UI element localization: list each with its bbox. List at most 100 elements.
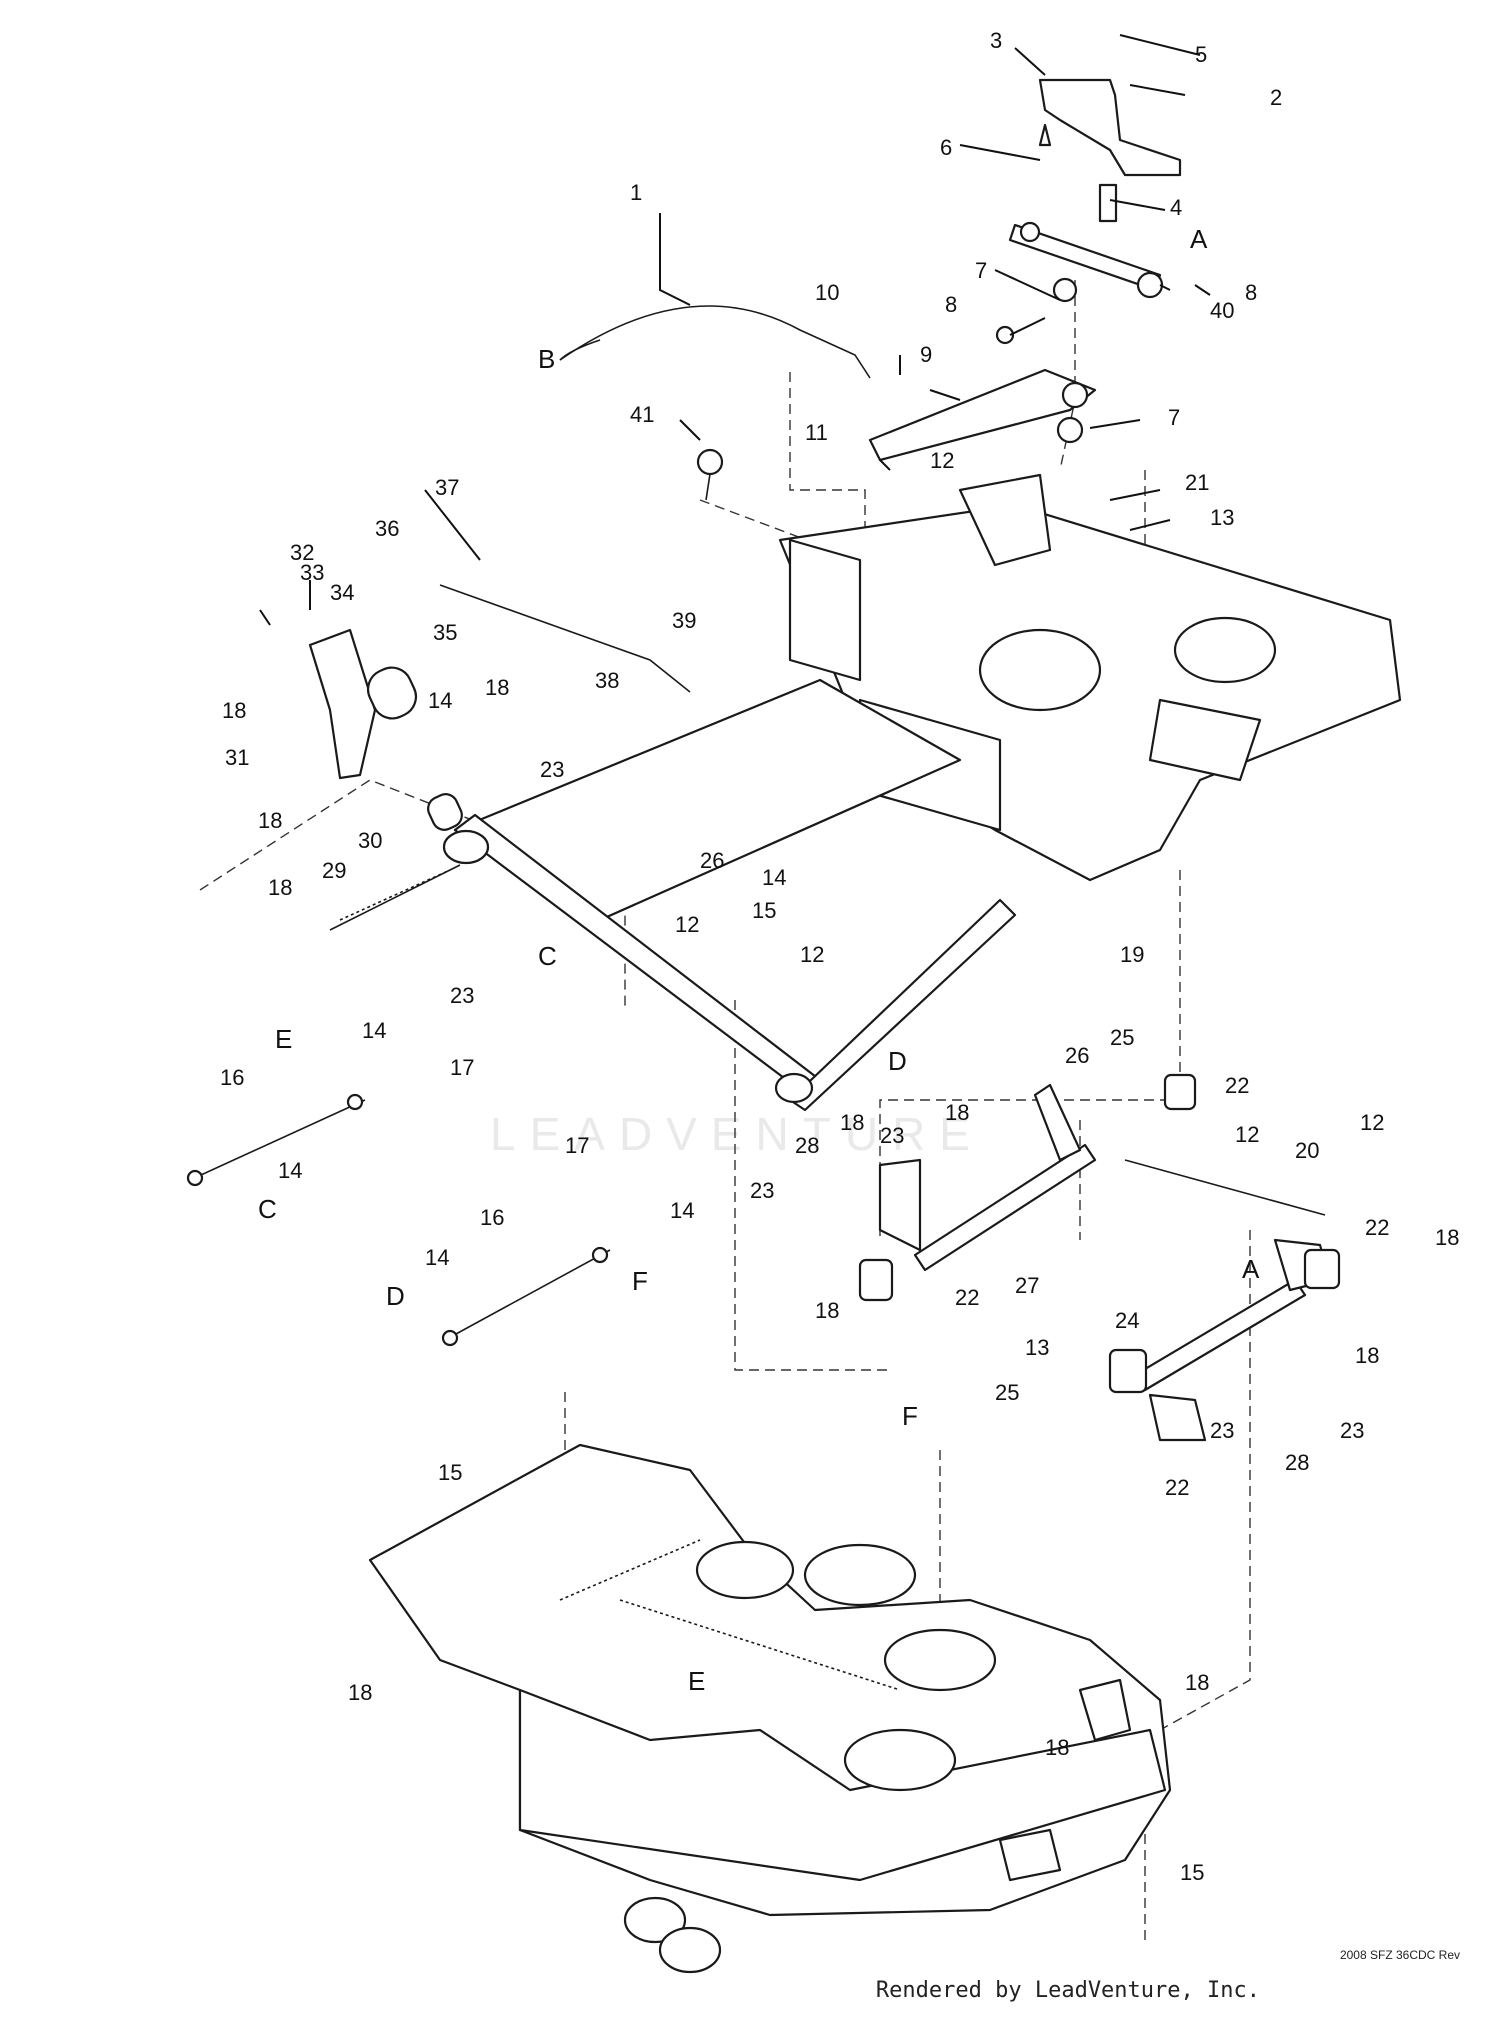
callout-23f: 23 <box>1340 1418 1364 1443</box>
callout-33: 33 <box>300 560 324 585</box>
callout-23c: 23 <box>880 1123 904 1148</box>
callout-18h: 18 <box>1435 1225 1459 1250</box>
callout-7: 7 <box>975 258 987 283</box>
ref-letter-f-2: F <box>902 1401 918 1431</box>
callout-18g: 18 <box>815 1298 839 1323</box>
callout-18c: 18 <box>258 808 282 833</box>
callout-39: 39 <box>672 608 696 633</box>
lift-shafts <box>858 1073 1341 1442</box>
callout-17b: 17 <box>565 1133 589 1158</box>
callout-18d: 18 <box>268 875 292 900</box>
callout-18b: 18 <box>222 698 246 723</box>
callout-16: 16 <box>220 1065 244 1090</box>
callout-3: 3 <box>990 28 1002 53</box>
left-bracket-parts <box>308 584 691 931</box>
ref-letter-d: D <box>888 1046 907 1076</box>
callout-36: 36 <box>375 516 399 541</box>
callout-16b: 16 <box>480 1205 504 1230</box>
callout-18l: 18 <box>1045 1735 1069 1760</box>
callout-6: 6 <box>940 135 952 160</box>
callout-31: 31 <box>225 745 249 770</box>
callout-14d: 14 <box>278 1158 302 1183</box>
callout-8: 8 <box>945 292 957 317</box>
callout-2: 2 <box>1270 85 1282 110</box>
ref-letter-a: A <box>1190 224 1208 254</box>
callout-19: 19 <box>1120 942 1144 967</box>
ref-letter-e-2: E <box>688 1666 705 1696</box>
callout-23b: 23 <box>450 983 474 1008</box>
callout-35: 35 <box>433 620 457 645</box>
callout-9: 9 <box>920 342 932 367</box>
callout-22b: 22 <box>955 1285 979 1310</box>
callout-24: 24 <box>1115 1308 1139 1333</box>
callout-12d: 12 <box>1235 1122 1259 1147</box>
ref-letter-c-2: C <box>258 1194 277 1224</box>
callout-27: 27 <box>1015 1273 1039 1298</box>
reference-letters: A A B C C D D E E F F <box>258 224 1260 1696</box>
callout-18k: 18 <box>1185 1670 1209 1695</box>
callout-18: 18 <box>485 675 509 700</box>
knob-part <box>696 448 724 501</box>
callout-14: 14 <box>428 688 452 713</box>
callout-40: 40 <box>1210 298 1234 323</box>
callout-13b: 13 <box>1025 1335 1049 1360</box>
callout-18i: 18 <box>1355 1343 1379 1368</box>
callout-15b: 15 <box>438 1460 462 1485</box>
upper-bracket-part <box>1038 78 1182 223</box>
callout-26: 26 <box>700 848 724 873</box>
callout-22: 22 <box>1225 1073 1249 1098</box>
ref-letter-f: F <box>632 1266 648 1296</box>
callout-5: 5 <box>1195 42 1207 67</box>
callout-21: 21 <box>1185 470 1209 495</box>
mower-deck <box>368 1443 1172 1974</box>
callout-14e: 14 <box>670 1198 694 1223</box>
callout-12e: 12 <box>1360 1110 1384 1135</box>
callout-32: 32 <box>290 540 314 565</box>
callout-7b: 7 <box>1168 405 1180 430</box>
drawing-code: 2008 SFZ 36CDC Rev <box>1339 1948 1460 1962</box>
callout-30: 30 <box>358 828 382 853</box>
throttle-cable <box>559 305 871 379</box>
callout-12b: 12 <box>675 912 699 937</box>
ref-letter-c: C <box>538 941 557 971</box>
callout-26b: 26 <box>1065 1043 1089 1068</box>
callout-28: 28 <box>795 1133 819 1158</box>
callout-18f: 18 <box>945 1100 969 1125</box>
callout-23e: 23 <box>1210 1418 1234 1443</box>
callout-18e: 18 <box>840 1110 864 1135</box>
lift-rods <box>186 1093 1326 1347</box>
callout-14f: 14 <box>425 1245 449 1270</box>
callout-13: 13 <box>1210 505 1234 530</box>
watermark-text: LEADVENTURE <box>490 1108 984 1160</box>
ref-letter-e: E <box>275 1024 292 1054</box>
rendered-by-credit: Rendered by LeadVenture, Inc. <box>875 1978 1260 2003</box>
control-lever-assembly <box>868 221 1164 462</box>
callout-4: 4 <box>1170 195 1182 220</box>
callout-12: 12 <box>930 448 954 473</box>
callout-38: 38 <box>595 668 619 693</box>
callout-18j: 18 <box>348 1680 372 1705</box>
callout-28b: 28 <box>1285 1450 1309 1475</box>
callout-labels: 1 2 3 4 5 6 7 7 8 8 9 10 11 12 12 12 12 … <box>220 28 1459 1885</box>
callout-14c: 14 <box>362 1018 386 1043</box>
callout-1: 1 <box>630 180 642 205</box>
leader-lines <box>259 34 1211 626</box>
callout-10: 10 <box>815 280 839 305</box>
callout-11: 11 <box>805 420 828 445</box>
callout-15c: 15 <box>1180 1860 1204 1885</box>
callout-8b: 8 <box>1245 280 1257 305</box>
ref-letter-d-2: D <box>386 1281 405 1311</box>
callout-25b: 25 <box>995 1380 1019 1405</box>
callout-14b: 14 <box>762 865 786 890</box>
callout-34: 34 <box>330 580 354 605</box>
callout-17: 17 <box>450 1055 474 1080</box>
main-frame <box>453 473 1402 922</box>
callout-12c: 12 <box>800 942 824 967</box>
callout-23d: 23 <box>750 1178 774 1203</box>
front-axle <box>442 813 1017 1112</box>
callout-25: 25 <box>1110 1025 1134 1050</box>
callout-15: 15 <box>752 898 776 923</box>
callout-37: 37 <box>435 475 459 500</box>
ref-letter-a-2: A <box>1242 1254 1260 1284</box>
